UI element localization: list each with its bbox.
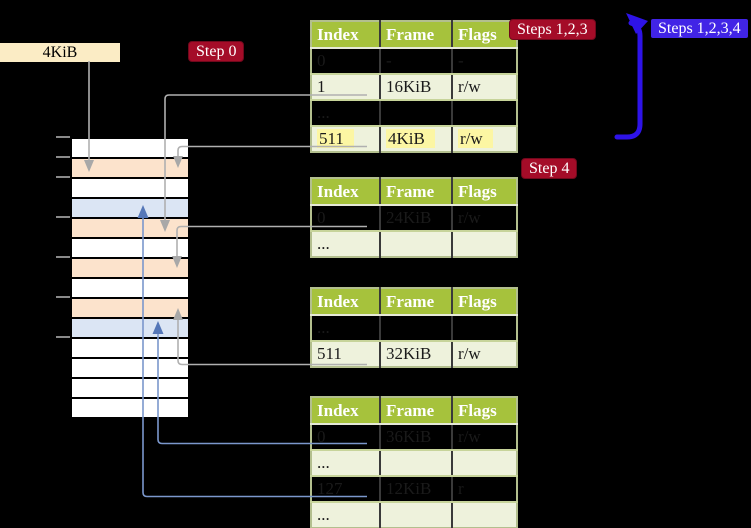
memory-frame-row-white (72, 179, 188, 199)
table-cell (452, 100, 517, 127)
table-cell: r/w (452, 126, 517, 152)
table-cell: 32KiB (380, 341, 453, 367)
step0-badge: Step 0 (188, 41, 245, 62)
memory-frame-row-white (72, 239, 188, 259)
table-cell: r/w (452, 205, 517, 232)
column-header-index: Index (311, 178, 381, 206)
physical-memory-column (70, 137, 190, 419)
memory-frame-row-white (72, 139, 188, 159)
table-cell: 24KiB (380, 205, 453, 232)
table-cell (380, 450, 453, 477)
steps123-badge: Steps 1,2,3 (509, 19, 596, 40)
table-cell: 511 (311, 126, 381, 152)
table-cell (452, 450, 517, 477)
memory-frame-row-white (72, 399, 188, 417)
table-cell: 511 (311, 341, 381, 367)
memory-frame-row-white (72, 279, 188, 299)
memory-frame-row-orange (72, 219, 188, 239)
table-cell: - (452, 48, 517, 75)
column-header-frame: Frame (380, 21, 453, 49)
memory-frame-row-orange (72, 259, 188, 279)
column-header-flags: Flags (452, 178, 517, 206)
memory-frame-row-blue (72, 199, 188, 219)
table-cell (380, 100, 453, 127)
table-cell: 16KiB (380, 74, 453, 101)
highlighted-value: 511 (317, 129, 354, 148)
table-cell: 36KiB (380, 424, 453, 451)
table-cell: ... (311, 100, 381, 127)
table-row: ... (311, 315, 517, 342)
table-cell (452, 502, 517, 528)
table-cell (452, 315, 517, 342)
table-cell: ... (311, 315, 381, 342)
memory-tick (56, 216, 70, 218)
table-cell (380, 315, 453, 342)
table-cell (380, 502, 453, 528)
table-cell: r/w (452, 424, 517, 451)
table-cell: 4KiB (380, 126, 453, 152)
column-header-flags: Flags (452, 21, 517, 49)
table-cell: ... (311, 450, 381, 477)
memory-frame-row-white (72, 359, 188, 379)
column-header-index: Index (311, 397, 381, 425)
table-cell: - (380, 48, 453, 75)
memory-tick (56, 176, 70, 178)
table-row: ... (311, 231, 517, 257)
frame-size-label: 4KiB (0, 43, 120, 62)
table-cell: 1 (311, 74, 381, 101)
table-cell: ... (311, 231, 381, 257)
table-cell: 0 (311, 205, 381, 232)
memory-tick (56, 296, 70, 298)
steps1234-badge: Steps 1,2,3,4 (651, 19, 748, 38)
column-header-index: Index (311, 288, 381, 316)
table-row: 0-- (311, 48, 517, 75)
highlighted-value: r/w (458, 129, 493, 148)
column-header-frame: Frame (380, 178, 453, 206)
table-cell: 0 (311, 48, 381, 75)
arrow-steps-loop (614, 13, 648, 140)
table-cell: 0 (311, 424, 381, 451)
step4-badge: Step 4 (521, 158, 578, 179)
table-cell: 127 (311, 476, 381, 503)
table-cell: ... (311, 502, 381, 528)
column-header-frame: Frame (380, 288, 453, 316)
column-header-flags: Flags (452, 288, 517, 316)
memory-tick (56, 136, 70, 138)
table-cell: r/w (452, 341, 517, 367)
memory-frame-row-orange (72, 159, 188, 179)
column-header-index: Index (311, 21, 381, 49)
memory-tick (56, 256, 70, 258)
table-row: ... (311, 100, 517, 127)
memory-frame-row-white (72, 379, 188, 399)
table-cell: r (452, 476, 517, 503)
column-header-frame: Frame (380, 397, 453, 425)
table-row: ... (311, 502, 517, 528)
memory-frame-row-orange (72, 299, 188, 319)
highlighted-value: 4KiB (386, 129, 435, 148)
table-cell (380, 231, 453, 257)
table-cell: r/w (452, 74, 517, 101)
memory-frame-row-white (72, 339, 188, 359)
table-row: ... (311, 450, 517, 477)
table-cell (452, 231, 517, 257)
column-header-flags: Flags (452, 397, 517, 425)
memory-tick (56, 336, 70, 338)
memory-tick (56, 156, 70, 158)
table-row: 511 4KiB r/w (311, 126, 517, 152)
table-cell: 12KiB (380, 476, 453, 503)
memory-frame-row-blue (72, 319, 188, 339)
